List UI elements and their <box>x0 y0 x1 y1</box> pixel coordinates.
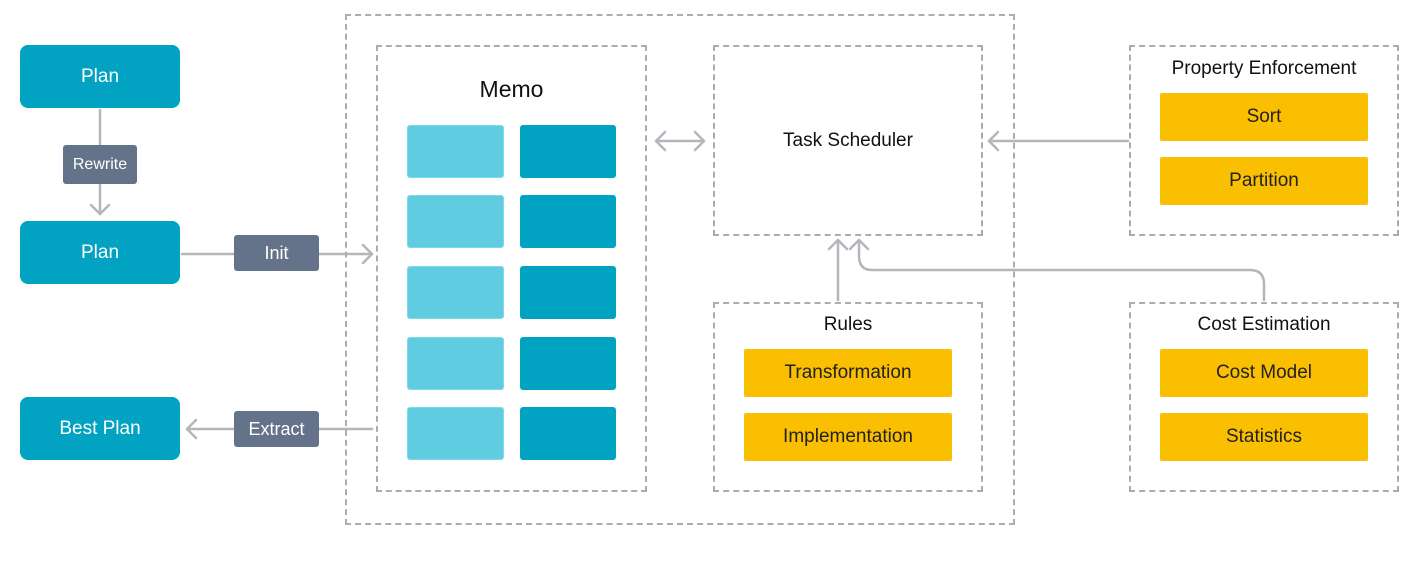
memo-group-cell <box>407 337 504 390</box>
extract-tag: Extract <box>234 411 319 447</box>
property-enforcement-panel <box>1129 45 1399 236</box>
plan-box-top: Plan <box>20 45 180 108</box>
cost-model-label: Cost Model <box>1215 362 1313 383</box>
memo-group-cell <box>407 125 504 178</box>
memo-expression-cell <box>520 195 616 248</box>
rule-implementation: Implementation <box>744 413 952 461</box>
rule-transformation: Transformation <box>744 349 952 397</box>
enforcement-partition: Partition <box>1160 157 1368 205</box>
cost-estimation-title: Cost Estimation <box>1197 314 1331 335</box>
init-arrow-head <box>361 243 374 265</box>
task-scheduler-title: Task Scheduler <box>783 130 913 151</box>
enforcement-sort-label: Sort <box>1246 106 1282 127</box>
memo-scheduler-arrow-head-left <box>654 130 667 152</box>
memo-scheduler-arrow-head-right <box>693 130 706 152</box>
memo-group-cell <box>407 407 504 460</box>
init-tag: Init <box>234 235 319 271</box>
extract-arrow-head <box>185 418 198 440</box>
optimizer-container <box>345 14 1015 525</box>
rewrite-label: Rewrite <box>72 155 128 173</box>
plan-box-middle: Plan <box>20 221 180 284</box>
rule-transformation-label: Transformation <box>784 362 912 383</box>
task-scheduler-panel <box>713 45 983 236</box>
cost-arrow <box>857 238 1266 302</box>
rewrite-tag: Rewrite <box>63 145 137 184</box>
init-label: Init <box>264 242 289 263</box>
rewrite-arrow-head <box>89 203 111 216</box>
enforcement-arrow-head <box>987 130 1000 152</box>
memo-group-cell <box>407 266 504 319</box>
cost-statistics: Statistics <box>1160 413 1368 461</box>
cost-statistics-label: Statistics <box>1225 426 1303 447</box>
memo-expression-cell <box>520 337 616 390</box>
cost-model: Cost Model <box>1160 349 1368 397</box>
extract-label: Extract <box>248 418 305 439</box>
best-plan-box: Best Plan <box>20 397 180 460</box>
best-plan-label: Best Plan <box>59 417 141 439</box>
cost-estimation-panel <box>1129 302 1399 492</box>
plan-label-middle: Plan <box>80 241 120 263</box>
memo-expression-cell <box>520 125 616 178</box>
enforcement-sort: Sort <box>1160 93 1368 141</box>
memo-panel <box>376 45 647 492</box>
rules-arrow-head <box>827 238 849 251</box>
memo-expression-cell <box>520 266 616 319</box>
memo-expression-cell <box>520 407 616 460</box>
plan-label-top: Plan <box>80 65 120 87</box>
rules-title: Rules <box>823 314 873 335</box>
memo-title: Memo <box>479 76 544 102</box>
cost-arrow-head <box>848 238 870 251</box>
enforcement-partition-label: Partition <box>1229 170 1299 191</box>
rules-panel <box>713 302 983 492</box>
memo-group-cell <box>407 195 504 248</box>
property-enforcement-title: Property Enforcement <box>1171 58 1357 79</box>
rule-implementation-label: Implementation <box>783 426 913 447</box>
